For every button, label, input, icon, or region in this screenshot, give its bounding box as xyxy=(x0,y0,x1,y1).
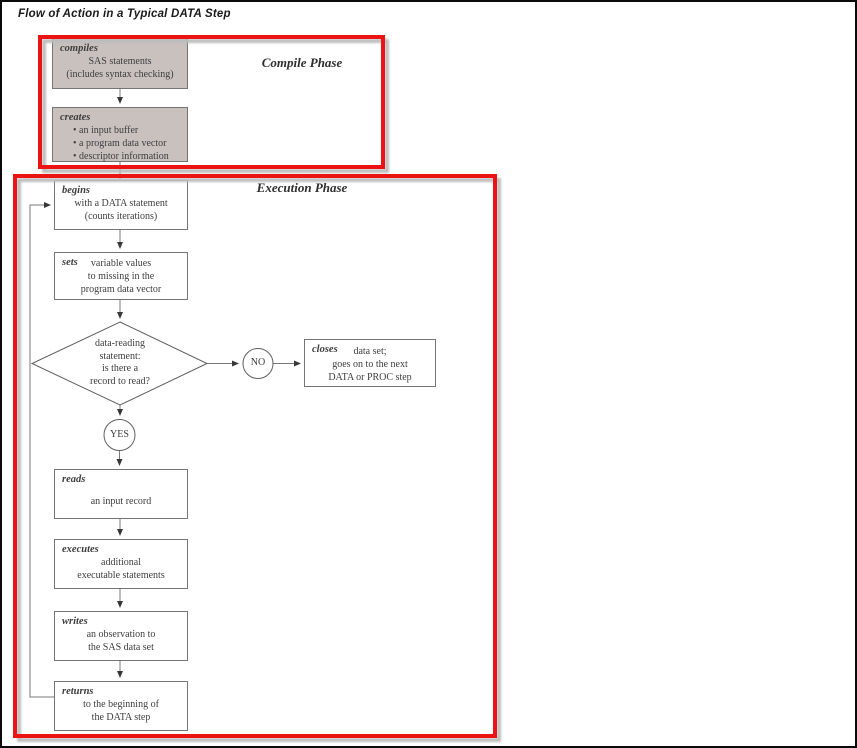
node-line: data-reading xyxy=(95,338,145,349)
node-line: the DATA step xyxy=(91,712,151,723)
bullet-item: • a program data vector xyxy=(73,138,167,149)
node-line: statement: xyxy=(99,350,141,362)
node-line: additional xyxy=(101,557,141,568)
writes-box: writes an observation to the SAS data se… xyxy=(54,611,188,661)
node-line: executable statements xyxy=(77,570,165,581)
node-line: the SAS data set xyxy=(88,642,154,653)
node-line: an observation to xyxy=(86,629,156,640)
sets-lead: sets xyxy=(62,257,78,268)
compiles-box: compiles SAS statements (includes syntax… xyxy=(52,38,188,89)
page-title: Flow of Action in a Typical DATA Step xyxy=(18,8,231,20)
node-line: goes on to the next xyxy=(332,359,408,370)
yes-label: YES xyxy=(110,429,129,440)
node-line: to missing in the xyxy=(87,271,155,282)
yes-circle xyxy=(103,419,136,451)
creates-lead: creates xyxy=(60,112,91,123)
no-label: NO xyxy=(250,357,266,368)
begins-lead: begins xyxy=(62,185,91,196)
executes-lead: executes xyxy=(62,544,99,555)
returns-lead: returns xyxy=(62,686,94,697)
reads-box: reads an input record xyxy=(54,469,188,519)
node-line: (includes syntax checking) xyxy=(66,69,174,80)
returns-box: returns to the beginning of the DATA ste… xyxy=(54,681,188,731)
closes-lead: closes xyxy=(312,344,338,355)
writes-lead: writes xyxy=(62,616,88,627)
no-circle xyxy=(242,348,274,379)
node-line: with a DATA statement xyxy=(74,198,168,209)
node-line: program data vector xyxy=(80,284,162,295)
compiles-lead: compiles xyxy=(60,43,98,54)
node-line: to the beginning of xyxy=(83,699,159,710)
node-line: variable values xyxy=(90,258,152,269)
node-line: data set; xyxy=(353,346,387,357)
node-line: DATA or PROC step xyxy=(328,372,412,383)
node-line: (counts iterations) xyxy=(84,211,158,222)
node-line: is there a xyxy=(101,363,139,374)
sets-box: sets variable values to missing in the p… xyxy=(54,252,188,300)
closes-box: closes data set; goes on to the next DAT… xyxy=(304,339,436,387)
decision-diamond xyxy=(30,321,209,406)
node-line: an input record xyxy=(90,496,152,507)
reads-lead: reads xyxy=(62,474,86,485)
decision-text: data-reading statement: is there a recor… xyxy=(62,338,178,388)
bullet-item: • descriptor information xyxy=(73,151,169,162)
node-line: record to read? xyxy=(90,375,150,387)
compile-phase-label: Compile Phase xyxy=(261,55,343,70)
executes-box: executes additional executable statement… xyxy=(54,539,188,589)
begins-box: begins with a DATA statement (counts ite… xyxy=(54,180,188,230)
execution-phase-label: Execution Phase xyxy=(256,180,348,195)
bullet-item: • an input buffer xyxy=(73,125,139,136)
node-line: SAS statements xyxy=(88,56,152,67)
creates-box: creates • an input buffer • a program da… xyxy=(52,107,188,162)
